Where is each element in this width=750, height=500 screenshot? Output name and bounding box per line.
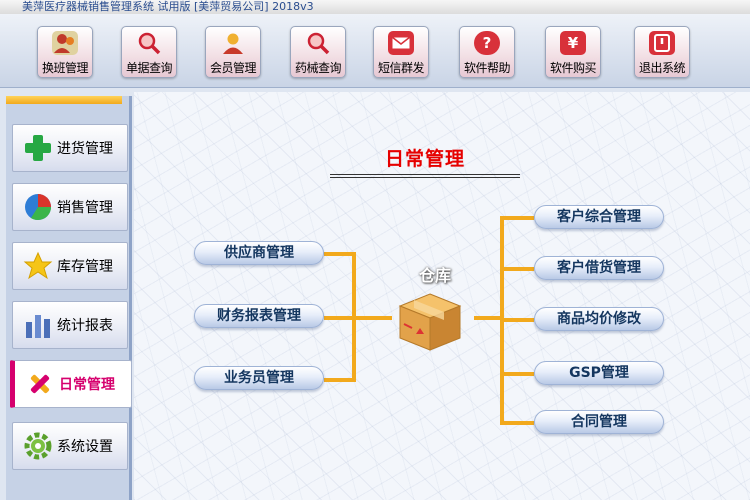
supplier-management-button[interactable]: 供应商管理 bbox=[194, 241, 324, 265]
connector-line bbox=[500, 216, 534, 220]
bar-chart-icon bbox=[23, 310, 53, 340]
contract-management-button[interactable]: 合同管理 bbox=[534, 410, 664, 434]
connector-line bbox=[500, 372, 534, 376]
connector-line bbox=[324, 378, 356, 382]
connector-line bbox=[500, 318, 534, 322]
exit-system-button[interactable]: 退出系统 bbox=[634, 26, 690, 78]
connector-line bbox=[352, 316, 392, 320]
gsp-management-button[interactable]: GSP管理 bbox=[534, 361, 664, 385]
title-underline bbox=[330, 174, 520, 178]
software-help-label: 软件帮助 bbox=[463, 61, 511, 75]
device-query-label: 药械查询 bbox=[294, 61, 342, 75]
person-swap-icon bbox=[52, 31, 78, 55]
device-query-button[interactable]: 药械查询 bbox=[290, 26, 346, 78]
envelope-icon bbox=[388, 31, 414, 55]
member-management-label: 会员管理 bbox=[209, 61, 257, 75]
warehouse-label: 仓库 bbox=[418, 266, 451, 285]
sidebar-item-label: 统计报表 bbox=[57, 318, 113, 334]
tools-icon bbox=[25, 369, 55, 399]
magnifier-icon bbox=[305, 31, 331, 55]
main-panel: 日常管理 供应商管理 财务报表管理 业务员管理 仓库 客户综合管理 客户借货管理… bbox=[134, 92, 750, 500]
software-purchase-button[interactable]: ¥ 软件购买 bbox=[545, 26, 601, 78]
main-toolbar: 换班管理 单据查询 会员管理 药械查询 短信群发 ? 软件帮助 ¥ 软件购买 bbox=[0, 14, 750, 88]
star-icon bbox=[23, 251, 53, 281]
green-plus-icon bbox=[23, 133, 53, 163]
window-title-bar: 美萍医疗器械销售管理系统 试用版 [美萍贸易公司] 2018v3 bbox=[0, 0, 750, 14]
sidebar-item-label: 进货管理 bbox=[57, 141, 113, 157]
sidebar-item-label: 销售管理 bbox=[57, 200, 113, 216]
sidebar-item-purchase[interactable]: 进货管理 bbox=[12, 124, 128, 172]
sidebar-item-daily[interactable]: 日常管理 bbox=[10, 360, 132, 408]
software-help-button[interactable]: ? 软件帮助 bbox=[459, 26, 515, 78]
sms-broadcast-label: 短信群发 bbox=[377, 61, 425, 75]
sidebar-item-label: 库存管理 bbox=[57, 259, 113, 275]
sidebar-item-inventory[interactable]: 库存管理 bbox=[12, 242, 128, 290]
member-icon bbox=[220, 31, 246, 55]
customer-management-button[interactable]: 客户综合管理 bbox=[534, 205, 664, 229]
connector-line bbox=[500, 267, 534, 271]
connector-line bbox=[474, 316, 504, 320]
member-management-button[interactable]: 会员管理 bbox=[205, 26, 261, 78]
magnifier-icon bbox=[136, 31, 162, 55]
gear-icon bbox=[23, 431, 53, 461]
average-price-button[interactable]: 商品均价修改 bbox=[534, 307, 664, 331]
document-query-button[interactable]: 单据查询 bbox=[121, 26, 177, 78]
finance-report-button[interactable]: 财务报表管理 bbox=[194, 304, 324, 328]
shift-management-button[interactable]: 换班管理 bbox=[37, 26, 93, 78]
connector-line bbox=[324, 316, 356, 320]
help-icon: ? bbox=[474, 31, 500, 55]
window-title: 美萍医疗器械销售管理系统 试用版 [美萍贸易公司] 2018v3 bbox=[22, 0, 314, 13]
sms-broadcast-button[interactable]: 短信群发 bbox=[373, 26, 429, 78]
customer-loan-button[interactable]: 客户借货管理 bbox=[534, 256, 664, 280]
connector-line bbox=[324, 252, 356, 256]
connector-line bbox=[500, 421, 534, 425]
software-purchase-label: 软件购买 bbox=[549, 61, 597, 75]
sidebar-item-label: 日常管理 bbox=[59, 377, 115, 393]
sidebar-item-settings[interactable]: 系统设置 bbox=[12, 422, 128, 470]
pie-chart-icon bbox=[23, 192, 53, 222]
sidebar-item-label: 系统设置 bbox=[57, 439, 113, 455]
left-sidebar: 进货管理 销售管理 库存管理 统计报表 日常管理 系统设置 bbox=[6, 96, 132, 500]
power-icon bbox=[649, 31, 675, 55]
sidebar-item-sales[interactable]: 销售管理 bbox=[12, 183, 128, 231]
exit-system-label: 退出系统 bbox=[638, 61, 686, 75]
salesperson-management-button[interactable]: 业务员管理 bbox=[194, 366, 324, 390]
page-title: 日常管理 bbox=[384, 148, 465, 170]
warehouse-box-icon[interactable] bbox=[396, 290, 464, 354]
shift-management-label: 换班管理 bbox=[41, 61, 89, 75]
sidebar-item-reports[interactable]: 统计报表 bbox=[12, 301, 128, 349]
document-query-label: 单据查询 bbox=[125, 61, 173, 75]
yen-icon: ¥ bbox=[560, 31, 586, 55]
